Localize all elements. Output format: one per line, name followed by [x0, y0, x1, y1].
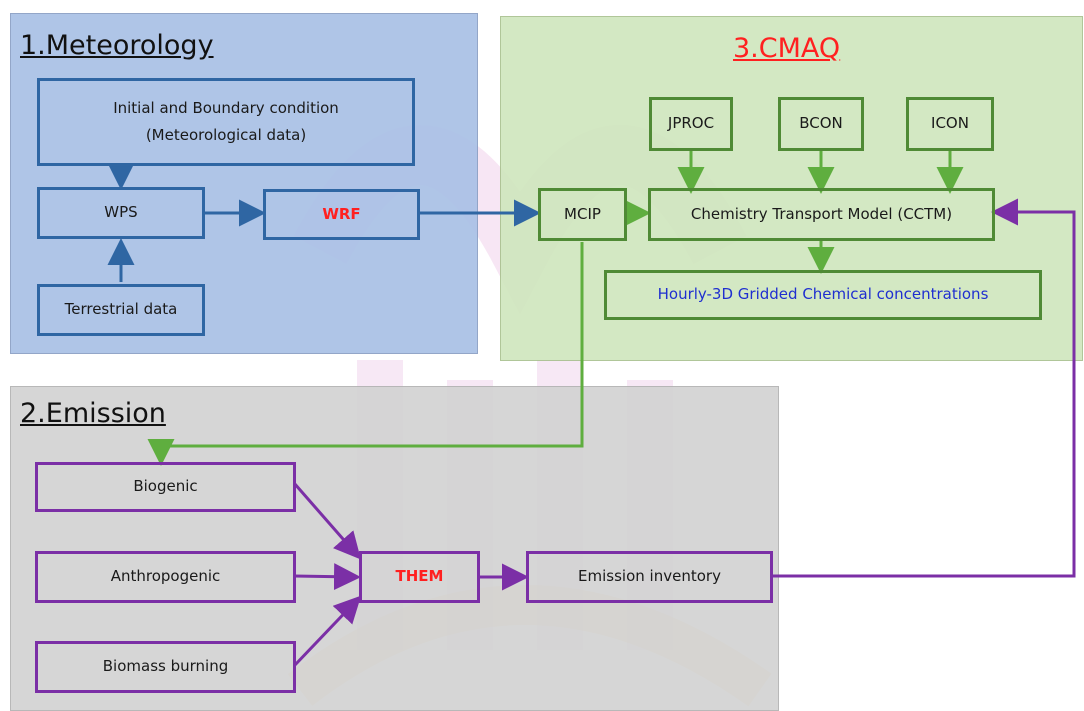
biomass-label: Biomass burning [102, 657, 229, 676]
arrow-biomass-to-them [292, 595, 362, 668]
hourly-box: Hourly-3D Gridded Chemical concentration… [604, 270, 1042, 320]
them-label: THEM [395, 567, 444, 586]
meteorology-region [10, 13, 478, 354]
cmaq-title: 3.CMAQ [733, 33, 841, 64]
meteorology-title: 1.Meteorology [20, 30, 214, 61]
wps-label: WPS [104, 203, 138, 222]
them-box: THEM [359, 551, 480, 603]
anthropogenic-box: Anthropogenic [35, 551, 296, 603]
icon-label: ICON [931, 114, 969, 133]
biomass-box: Biomass burning [35, 641, 296, 693]
jproc-box: JPROC [649, 97, 733, 151]
arrow-inventory-to-cctm [772, 198, 1076, 578]
cctm-label: Chemistry Transport Model (CCTM) [690, 204, 953, 223]
mcip-label: MCIP [564, 204, 601, 223]
arrow-biogenic-to-them [292, 482, 361, 560]
initial-boundary-box: Initial and Boundary condition (Meteorol… [37, 78, 415, 166]
initial-boundary-line1: Initial and Boundary condition [113, 98, 339, 117]
inventory-label: Emission inventory [578, 567, 721, 586]
bcon-label: BCON [799, 114, 843, 133]
mcip-box: MCIP [538, 188, 627, 241]
arrow-anthropogenic-to-them [293, 563, 361, 591]
emission-region [10, 386, 779, 711]
inventory-box: Emission inventory [526, 551, 773, 603]
terrestrial-box: Terrestrial data [37, 284, 205, 336]
hourly-label: Hourly-3D Gridded Chemical concentration… [657, 285, 989, 304]
terrestrial-label: Terrestrial data [64, 300, 178, 319]
initial-boundary-line2: (Meteorological data) [145, 126, 307, 144]
wrf-box: WRF [263, 189, 420, 240]
arrow-mcip-to-biogenic [147, 242, 584, 466]
biogenic-label: Biogenic [133, 477, 198, 496]
icon-box: ICON [906, 97, 994, 151]
cctm-box: Chemistry Transport Model (CCTM) [648, 188, 995, 241]
bcon-box: BCON [778, 97, 864, 151]
biogenic-box: Biogenic [35, 462, 296, 512]
wps-box: WPS [37, 187, 205, 239]
jproc-label: JPROC [667, 114, 715, 133]
anthropogenic-label: Anthropogenic [110, 567, 221, 586]
wrf-label: WRF [322, 204, 361, 223]
emission-title: 2.Emission [20, 398, 166, 429]
